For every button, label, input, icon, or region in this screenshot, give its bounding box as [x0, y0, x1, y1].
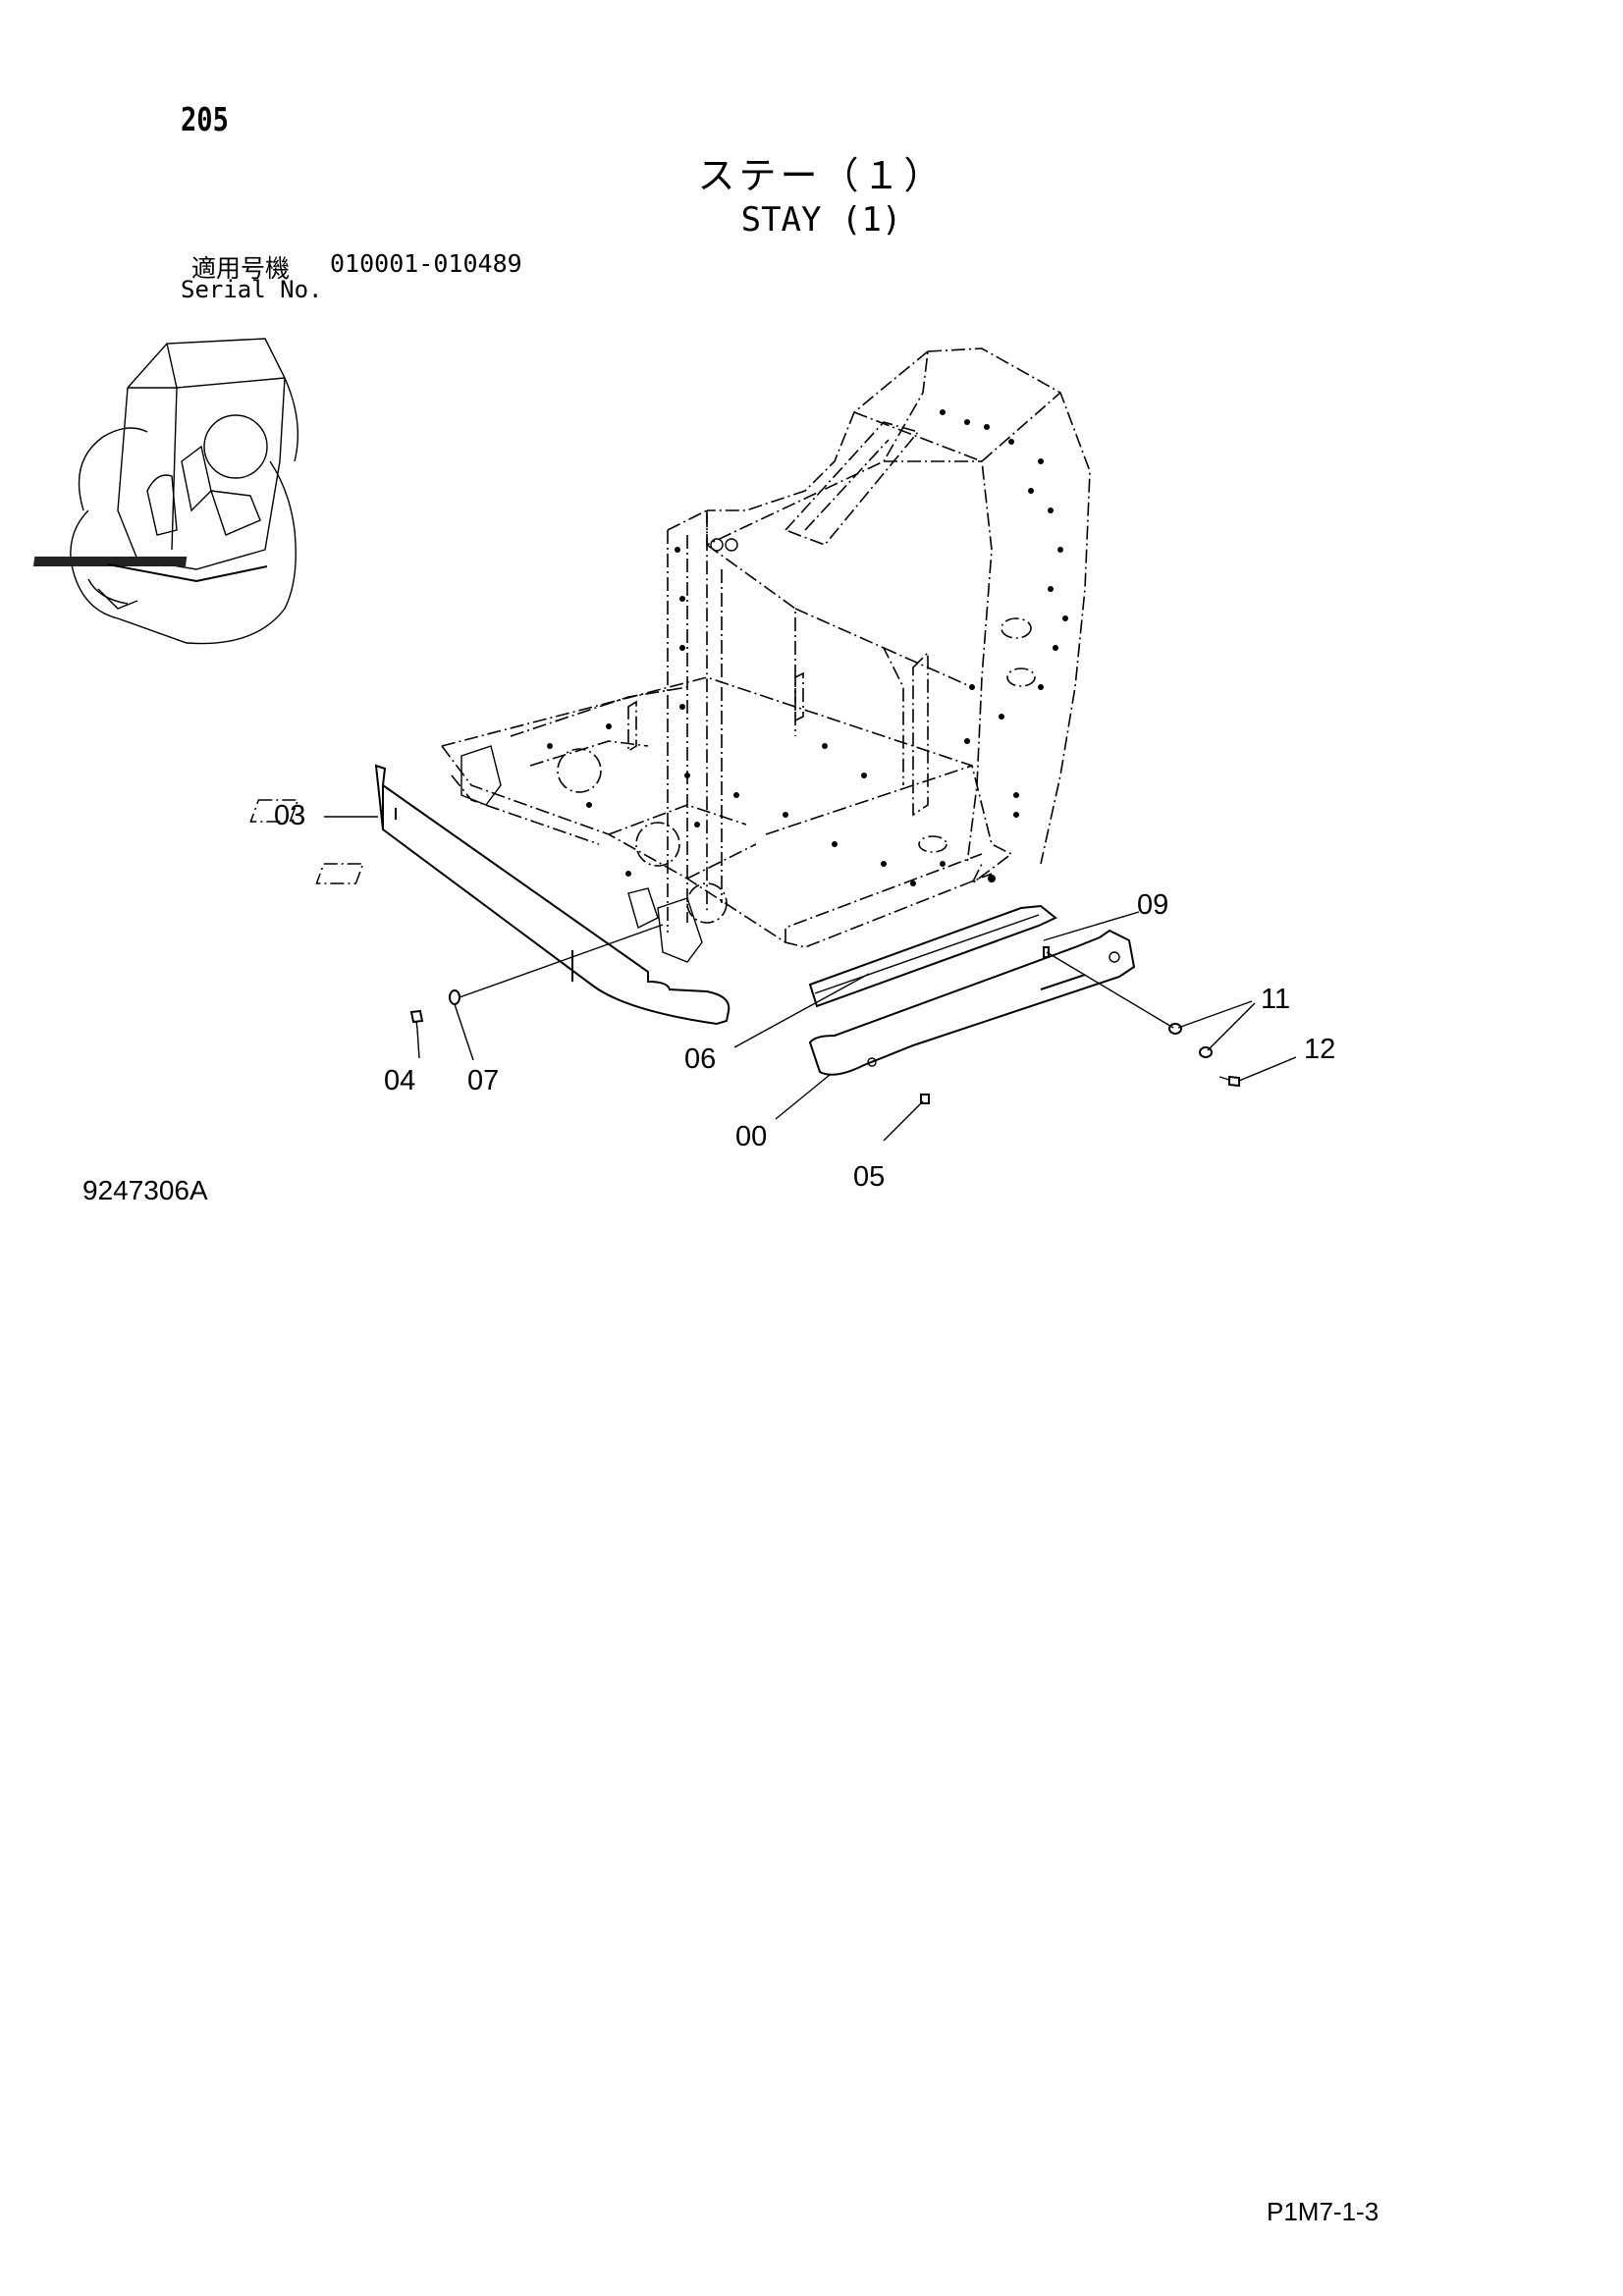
callout-12: 12	[1304, 1034, 1336, 1065]
callout-04: 04	[384, 1065, 416, 1096]
serial-range: 010001-010489	[330, 249, 522, 278]
callout-03: 03	[274, 800, 306, 831]
callout-09: 09	[1137, 889, 1169, 921]
part-03-stay	[374, 764, 730, 1026]
fastener-09-bolt	[1043, 946, 1050, 958]
frame-assembly	[249, 347, 1091, 963]
fastener-05-bolt	[920, 1094, 930, 1104]
leader-lines	[324, 816, 1297, 1142]
figure-code: 9247306A	[82, 1175, 208, 1205]
fastener-04-bolt	[409, 1009, 424, 1030]
callout-11: 11	[1261, 984, 1291, 1015]
page-title-english: STAY (1)	[740, 200, 902, 240]
machine-overview-thumbnail	[32, 338, 298, 645]
part-00-stay	[808, 929, 1136, 1076]
serial-label-japanese: 適用号機	[191, 254, 291, 283]
serial-label-english: Serial No.	[181, 276, 323, 303]
fastener-12-bolt	[1218, 1075, 1240, 1088]
page-number: 205	[181, 100, 229, 138]
page-code: P1M7-1-3	[1267, 2197, 1380, 2226]
fastener-07-washer	[449, 989, 460, 1005]
callout-00: 00	[735, 1121, 768, 1152]
callout-07: 07	[467, 1065, 500, 1096]
callout-06: 06	[684, 1043, 717, 1075]
page-title-japanese: ステー（１）	[697, 154, 946, 197]
fastener-11-nut	[1168, 1023, 1213, 1058]
callout-05: 05	[853, 1161, 886, 1193]
part-06-stay	[808, 904, 1057, 1008]
